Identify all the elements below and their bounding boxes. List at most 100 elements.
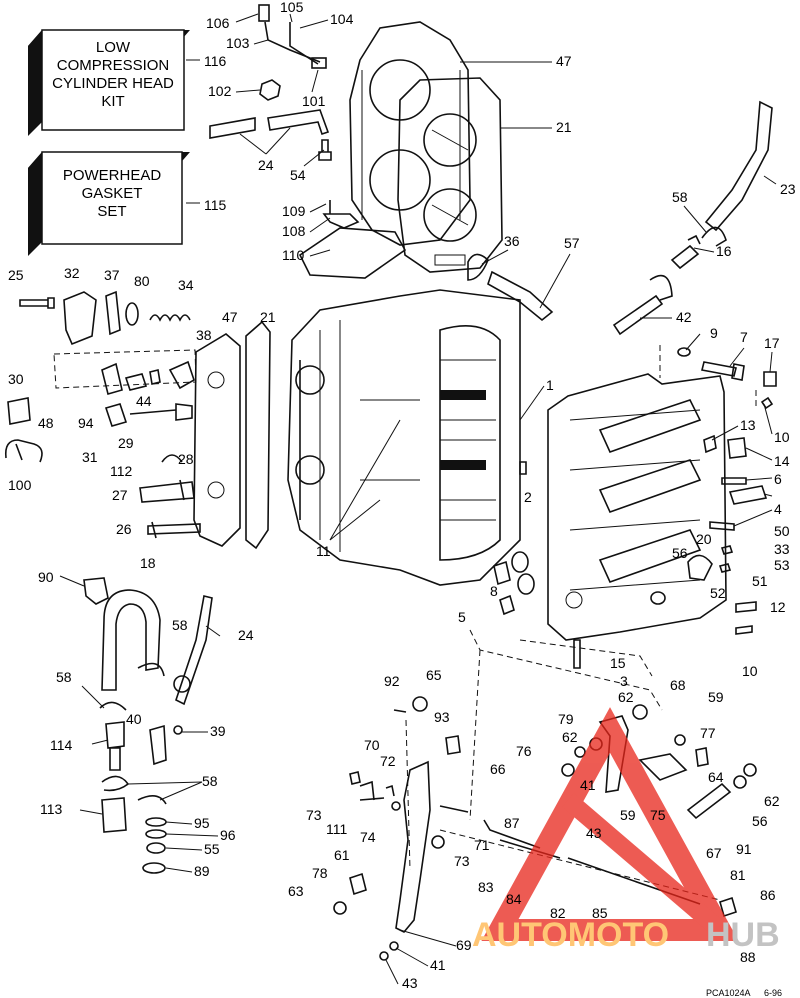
clamp-58-left-c <box>99 701 127 711</box>
callout: 84 <box>506 891 522 907</box>
fitting-5 <box>493 560 515 616</box>
callout: 23 <box>780 181 796 197</box>
sleeve-113 <box>101 797 127 833</box>
bolt-4 <box>728 485 768 505</box>
valve-13 <box>703 434 717 454</box>
callout: 113 <box>40 801 63 817</box>
callout: 88 <box>740 949 756 965</box>
clip-100 <box>4 439 43 463</box>
callout: 44 <box>136 393 152 409</box>
screw-12 <box>735 601 757 613</box>
callout: 68 <box>670 677 686 693</box>
exhaust-cover-47 <box>193 333 241 547</box>
washer-56 <box>733 775 747 789</box>
callout: 110 <box>282 247 305 263</box>
callout: 73 <box>454 853 470 869</box>
callout: 59 <box>620 807 636 823</box>
cylinder-block <box>287 289 521 586</box>
washer-62-c <box>743 763 757 777</box>
callout: 100 <box>8 477 32 493</box>
block-14 <box>727 437 747 459</box>
callout: 75 <box>650 807 666 823</box>
callout: 43 <box>402 975 418 991</box>
hose-42 <box>612 294 664 336</box>
callout: 103 <box>226 35 250 51</box>
callout: 9 <box>710 325 718 341</box>
callout: 105 <box>280 0 304 15</box>
callout: 47 <box>222 309 238 325</box>
callout: 52 <box>710 585 726 601</box>
callout: 62 <box>618 689 634 705</box>
shaft-91 <box>686 782 732 820</box>
plate-37 <box>105 290 121 336</box>
screw-6 <box>721 477 747 485</box>
callout: 26 <box>116 521 132 537</box>
cover-gasket-110 <box>298 227 407 279</box>
dashed-box-38 <box>53 349 197 389</box>
callout: 50 <box>774 523 790 539</box>
clamp-58-lower <box>101 775 130 792</box>
clamp-58-right <box>137 795 167 805</box>
leader-lines <box>59 13 777 985</box>
powerhead-gasket-set-box: POWERHEAD GASKET SET <box>28 151 190 256</box>
watermark-text-2: HUB <box>706 916 780 954</box>
washer-74 <box>391 801 401 811</box>
callout: 1 <box>546 377 554 393</box>
callout: 70 <box>364 737 380 753</box>
clamp-58-left-b <box>173 675 191 693</box>
kit-line-2: COMPRESSION <box>57 57 170 74</box>
dowel-2 <box>519 461 527 475</box>
callout: 16 <box>716 243 732 259</box>
clamp-58-left-a <box>137 662 165 677</box>
callout: 74 <box>360 829 376 845</box>
fitting-16 <box>670 234 701 270</box>
callout: 114 <box>50 737 73 753</box>
callout: 5 <box>458 609 466 625</box>
callout: 57 <box>564 235 580 251</box>
clamp-58-top <box>701 226 727 247</box>
callout: 20 <box>696 531 712 547</box>
figure-date: 6-96 <box>764 988 782 998</box>
callout: 83 <box>478 879 494 895</box>
nut-63 <box>333 901 347 915</box>
nut-55 <box>146 842 166 854</box>
callout: 55 <box>204 841 220 857</box>
callout: 38 <box>196 327 212 343</box>
stud-15 <box>573 639 581 669</box>
callout: 12 <box>770 599 786 615</box>
clamp-112 <box>161 454 183 463</box>
bushing-61-b <box>431 835 445 849</box>
clamp-58-mid <box>649 274 673 301</box>
callout: 6 <box>774 471 782 487</box>
callout: 78 <box>312 865 328 881</box>
callout: 112 <box>110 463 133 479</box>
callout: 85 <box>592 905 608 921</box>
callout: 32 <box>64 265 80 281</box>
callout: 33 <box>774 541 790 557</box>
callout: 30 <box>8 371 24 387</box>
valve-29-28 <box>129 403 193 421</box>
throttle-arm-69 <box>395 760 431 933</box>
callout: 31 <box>82 449 98 465</box>
callout: 102 <box>208 83 232 99</box>
rod-71 <box>439 805 469 813</box>
clamp-108-109 <box>322 200 360 229</box>
seal-20 <box>687 554 713 581</box>
callout: 40 <box>126 711 142 727</box>
sensor-27 <box>139 479 195 503</box>
fitting-30 <box>7 397 31 425</box>
callout: 39 <box>210 723 226 739</box>
watermark-text-1: AUTOMOTO <box>472 916 669 954</box>
cap-38 <box>168 360 195 390</box>
kit-line-1: LOW <box>96 39 131 56</box>
watermark: AUTOMOTO HUB <box>472 707 780 954</box>
callout: 51 <box>752 573 768 589</box>
callout: 41 <box>580 777 596 793</box>
callout: 56 <box>672 545 688 561</box>
guide-dashed-3 <box>659 345 757 410</box>
callout: 91 <box>736 841 752 857</box>
callout: 4 <box>774 501 782 517</box>
callout: 10 <box>742 663 758 679</box>
